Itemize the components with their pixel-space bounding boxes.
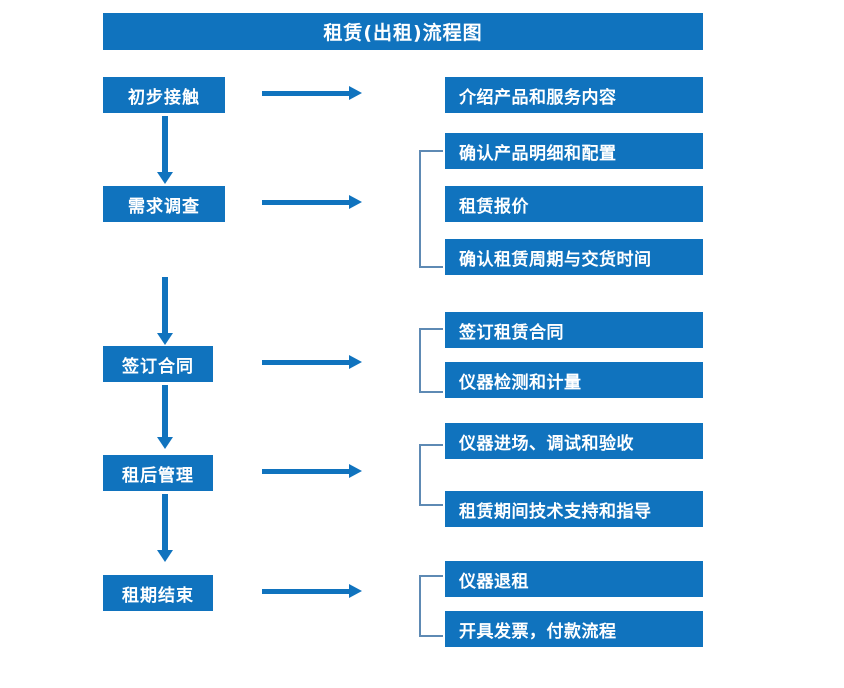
group-bracket-icon-2 xyxy=(419,150,443,268)
arrow-down-icon-4 xyxy=(157,494,173,562)
stage-box-5[interactable]: 租期结束 xyxy=(103,575,213,611)
arrow-shaft xyxy=(162,116,168,172)
stage-box-3[interactable]: 签订合同 xyxy=(103,346,213,382)
arrow-head xyxy=(157,333,173,345)
detail-box-2-2[interactable]: 租赁报价 xyxy=(445,186,703,222)
arrow-head xyxy=(157,437,173,449)
arrow-shaft xyxy=(162,494,168,550)
arrow-down-icon-3 xyxy=(157,385,173,449)
arrow-right-icon-4 xyxy=(262,464,362,478)
arrow-head xyxy=(349,195,362,209)
detail-box-5-2[interactable]: 开具发票，付款流程 xyxy=(445,611,703,647)
detail-box-2-1[interactable]: 确认产品明细和配置 xyxy=(445,133,703,169)
arrow-head xyxy=(349,355,362,369)
arrow-right-icon-3 xyxy=(262,355,362,369)
arrow-head xyxy=(157,550,173,562)
arrow-head xyxy=(349,86,362,100)
stage-box-1[interactable]: 初步接触 xyxy=(103,77,225,113)
detail-box-1-1[interactable]: 介绍产品和服务内容 xyxy=(445,77,703,113)
arrow-head xyxy=(349,584,362,598)
arrow-right-icon-5 xyxy=(262,584,362,598)
arrow-shaft xyxy=(162,385,168,437)
arrow-head xyxy=(349,464,362,478)
detail-box-3-1[interactable]: 签订租赁合同 xyxy=(445,312,703,348)
group-bracket-icon-5 xyxy=(419,575,443,637)
group-bracket-icon-4 xyxy=(419,444,443,506)
arrow-shaft xyxy=(262,91,350,96)
detail-box-5-1[interactable]: 仪器退租 xyxy=(445,561,703,597)
detail-box-4-2[interactable]: 租赁期间技术支持和指导 xyxy=(445,491,703,527)
detail-box-4-1[interactable]: 仪器进场、调试和验收 xyxy=(445,423,703,459)
diagram-title: 租赁(出租)流程图 xyxy=(103,13,703,50)
stage-box-4[interactable]: 租后管理 xyxy=(103,455,213,491)
stage-box-2[interactable]: 需求调查 xyxy=(103,186,225,222)
arrow-shaft xyxy=(262,200,350,205)
arrow-right-icon-1 xyxy=(262,86,362,100)
arrow-shaft xyxy=(262,589,350,594)
arrow-right-icon-2 xyxy=(262,195,362,209)
arrow-shaft xyxy=(262,469,350,474)
arrow-shaft xyxy=(162,277,168,333)
detail-box-3-2[interactable]: 仪器检测和计量 xyxy=(445,362,703,398)
group-bracket-icon-3 xyxy=(419,328,443,393)
arrow-down-icon-2 xyxy=(157,277,173,345)
arrow-head xyxy=(157,172,173,184)
arrow-shaft xyxy=(262,360,350,365)
arrow-down-icon-1 xyxy=(157,116,173,184)
detail-box-2-3[interactable]: 确认租赁周期与交货时间 xyxy=(445,239,703,275)
